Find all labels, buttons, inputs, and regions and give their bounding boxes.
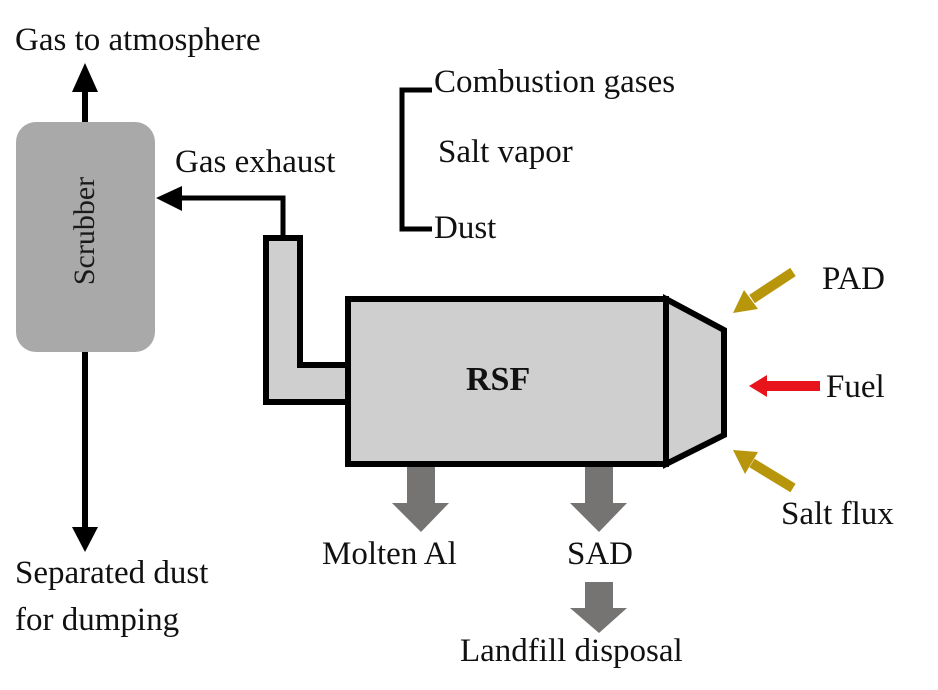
salt-vapor-label: Salt vapor: [438, 134, 573, 170]
rsf-furnace-door: [663, 293, 727, 469]
separated-dust-arrow: [72, 352, 98, 552]
sad-output-arrow: [570, 467, 627, 532]
rsf-label: RSF: [466, 361, 531, 398]
gas-to-atmosphere-label: Gas to atmosphere: [15, 22, 261, 58]
pad-input-arrow: [733, 267, 796, 313]
salt-flux-label: Salt flux: [781, 496, 894, 532]
gas-exhaust-arrow: [156, 186, 286, 238]
pad-label: PAD: [822, 261, 885, 297]
scrubber-label: Scrubber: [68, 176, 101, 286]
fuel-label: Fuel: [826, 369, 885, 405]
exhaust-duct: [263, 235, 351, 405]
salt-flux-input-arrow: [733, 450, 796, 493]
exhaust-components-bracket: [399, 87, 432, 232]
dust-label: Dust: [434, 210, 497, 246]
sad-label: SAD: [567, 536, 634, 572]
gas-exhaust-label: Gas exhaust: [175, 144, 336, 180]
landfill-arrow: [570, 582, 627, 633]
molten-al-label: Molten Al: [322, 536, 457, 572]
separated-dust-label-line1: Separated dust: [15, 555, 209, 591]
molten-al-output-arrow: [392, 467, 449, 532]
fuel-input-arrow: [749, 375, 820, 397]
separated-dust-label-line2: for dumping: [15, 602, 180, 638]
scrubber-box: [16, 122, 155, 352]
gas-to-atmosphere-arrow: [72, 63, 98, 122]
landfill-disposal-label: Landfill disposal: [460, 633, 683, 669]
combustion-gases-label: Combustion gases: [434, 64, 676, 100]
